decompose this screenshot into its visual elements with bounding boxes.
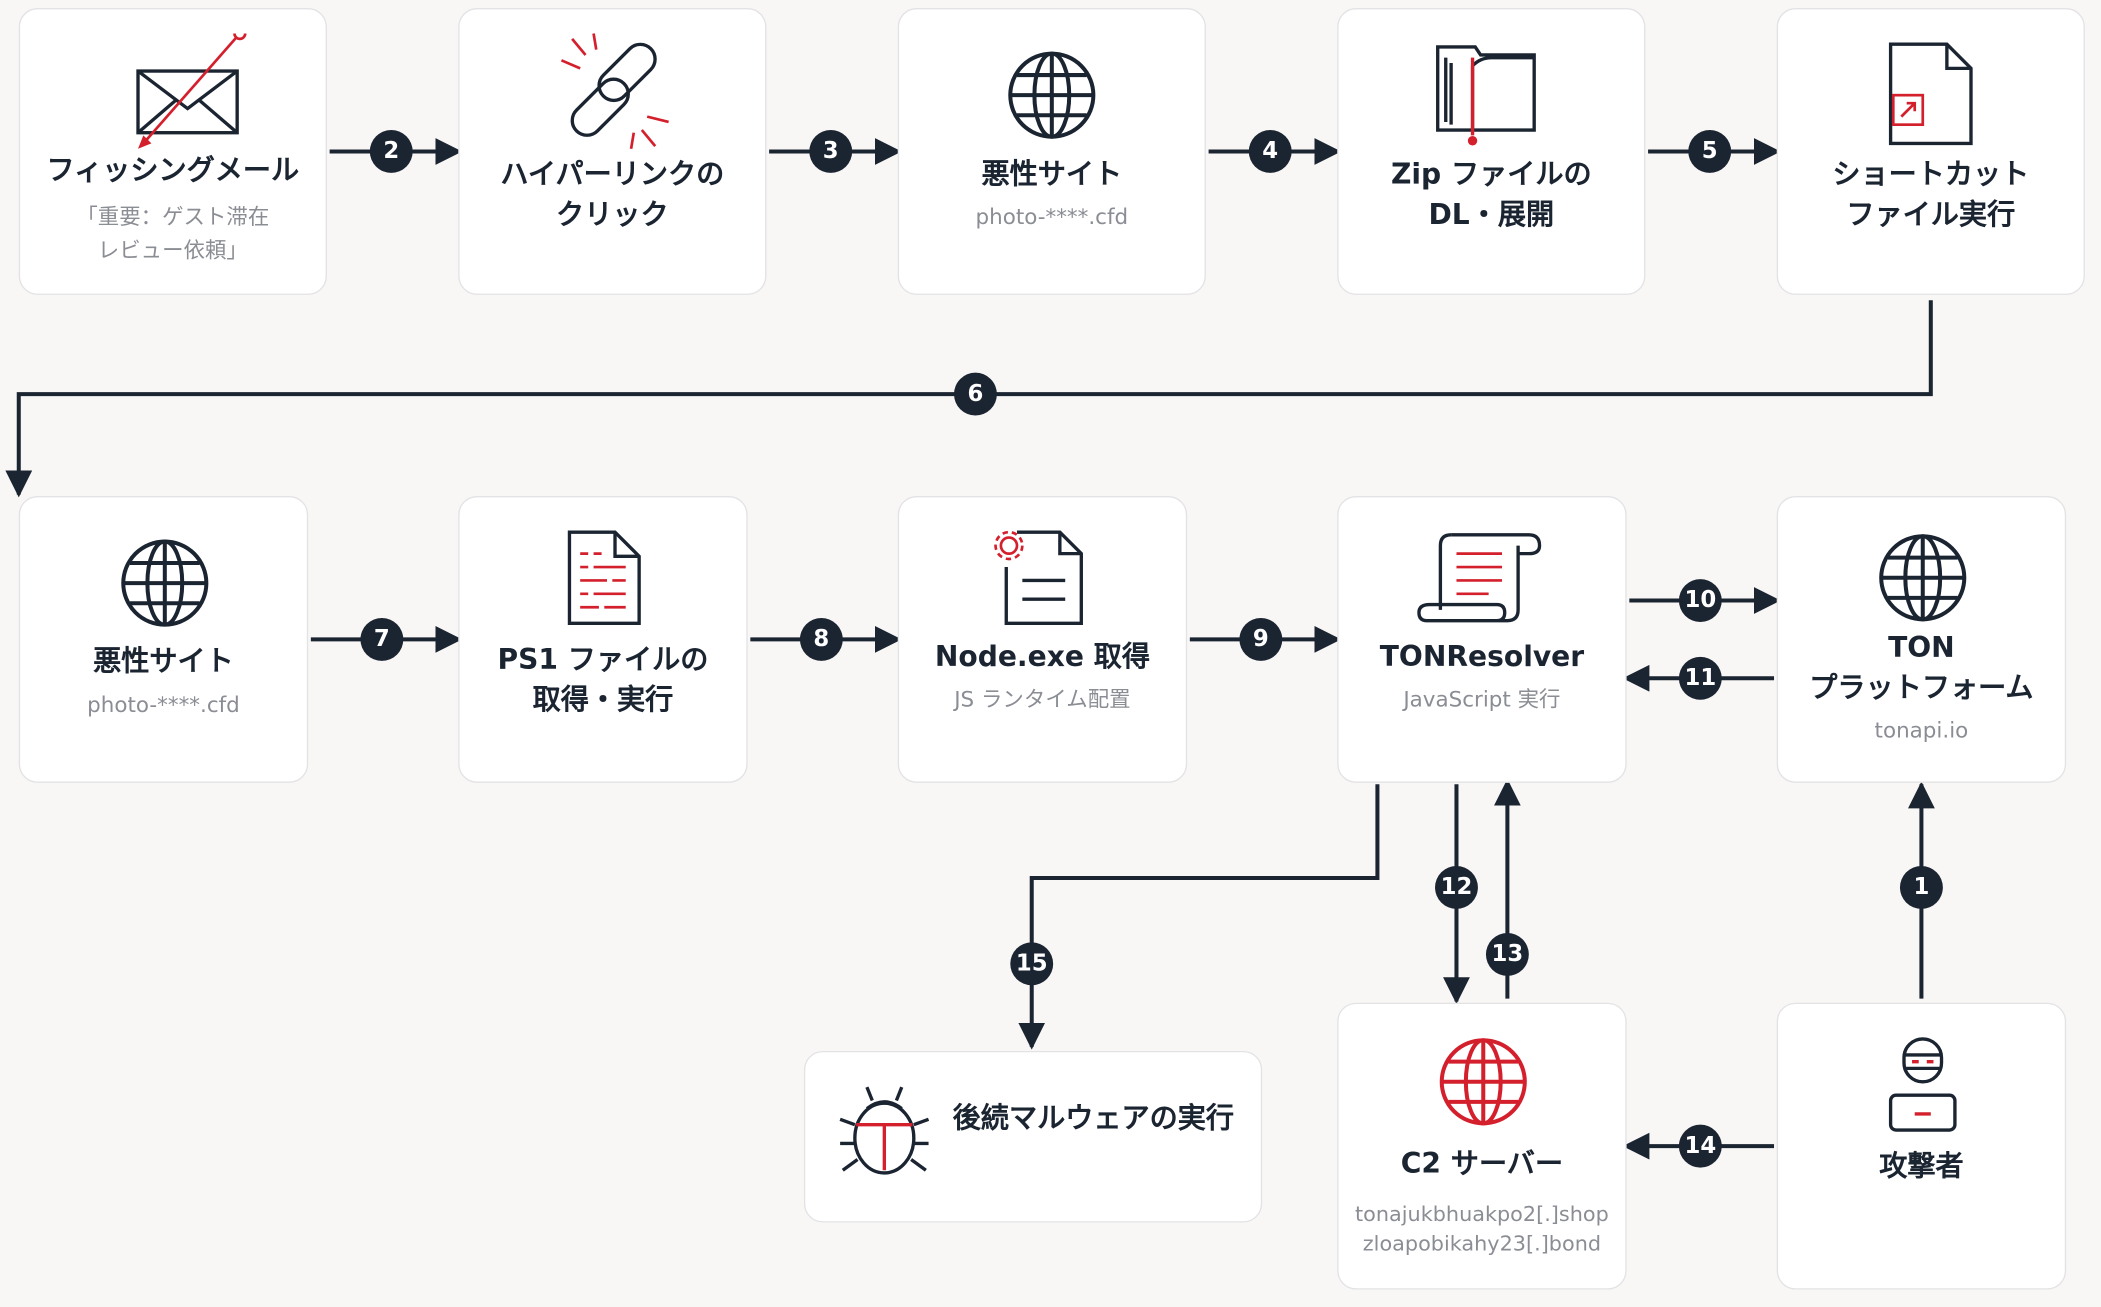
card-subtitle: JS ランタイム配置	[954, 686, 1131, 712]
card-c2-server: C2 サーバー tonajukbhuakpo2[.]shop zloapobik…	[1337, 1002, 1627, 1290]
step-badge-6: 6	[954, 372, 997, 416]
globe-icon	[121, 539, 209, 627]
step-badge-4: 4	[1248, 130, 1292, 173]
card-shortcut-execution: ショートカット ファイル実行	[1776, 8, 2085, 295]
card-title: C2 サーバー	[1400, 1147, 1564, 1180]
card-tonresolver: TONResolver JavaScript 実行	[1337, 495, 1627, 783]
globe-red-icon	[1439, 1038, 1527, 1126]
card-title: ショートカット ファイル実行	[1832, 158, 2030, 231]
card-title: Zip ファイルの DL・展開	[1390, 158, 1592, 231]
card-phishing-email: フィッシングメール 「重要：ゲスト滞在 レビュー依頼」	[18, 8, 327, 295]
card-subsequent-malware: 後続マルウェアの実行	[803, 1050, 1263, 1223]
card-title: 悪性サイト	[981, 158, 1123, 191]
card-node-exe: Node.exe 取得 JS ランタイム配置	[897, 495, 1188, 783]
card-title: TONResolver	[1379, 640, 1585, 673]
card-title: 後続マルウェアの実行	[952, 1101, 1235, 1135]
step-badge-2: 2	[369, 130, 413, 173]
step-badge-14: 14	[1678, 1124, 1722, 1168]
card-ton-platform: TON プラットフォーム tonapi.io	[1776, 495, 2067, 783]
card-subtitle: photo-****.cfd	[87, 691, 240, 718]
bug-icon	[839, 1086, 930, 1175]
step-badge-10: 10	[1678, 579, 1722, 622]
step-badge-11: 11	[1678, 656, 1722, 700]
card-title: Node.exe 取得	[934, 640, 1151, 673]
card-subtitle: JavaScript 実行	[1403, 686, 1561, 712]
step-badge-3: 3	[809, 130, 853, 173]
step-badge-9: 9	[1239, 617, 1283, 661]
card-subtitle: tonapi.io	[1874, 717, 1969, 743]
arrow-15	[1018, 784, 1380, 1050]
script-file-icon	[567, 530, 641, 626]
step-badge-5: 5	[1688, 130, 1732, 173]
card-title: 攻撃者	[1879, 1150, 1964, 1183]
hacker-icon	[1888, 1037, 1957, 1132]
scroll-icon	[1417, 533, 1542, 623]
step-badge-8: 8	[799, 617, 843, 661]
step-badge-15: 15	[1010, 942, 1054, 986]
card-attacker: 攻撃者	[1776, 1002, 2067, 1290]
broken-link-icon	[560, 33, 669, 150]
envelope-icon	[136, 33, 247, 149]
step-badge-1: 1	[1899, 865, 1943, 909]
card-subtitle: photo-****.cfd	[975, 203, 1129, 230]
card-title: TON プラットフォーム	[1809, 631, 2034, 704]
card-subtitle: 「重要：ゲスト滞在 レビュー依頼」	[76, 203, 270, 263]
card-zip-download: Zip ファイルの DL・展開	[1337, 8, 1646, 295]
globe-icon	[1008, 51, 1096, 139]
card-title: PS1 ファイルの 取得・実行	[497, 643, 709, 716]
step-badge-12: 12	[1435, 865, 1478, 909]
card-hyperlink-click: ハイパーリンクの クリック	[458, 8, 767, 295]
gear-file-icon	[994, 530, 1083, 626]
card-title: フィッシングメール	[46, 154, 300, 187]
card-malicious-site-1: 悪性サイト photo-****.cfd	[897, 8, 1206, 295]
step-badge-7: 7	[360, 617, 404, 661]
globe-icon	[1879, 534, 1967, 622]
step-badge-13: 13	[1485, 932, 1529, 976]
card-ps1-execution: PS1 ファイルの 取得・実行	[458, 495, 748, 783]
card-subtitle: tonajukbhuakpo2[.]shop zloapobikahy23[.]…	[1355, 1202, 1609, 1257]
card-malicious-site-2: 悪性サイト photo-****.cfd	[18, 495, 309, 783]
shortcut-file-icon	[1888, 42, 1973, 146]
folder-zip-icon	[1436, 45, 1536, 146]
card-title: ハイパーリンクの クリック	[500, 158, 725, 231]
card-title: 悪性サイト	[93, 644, 234, 677]
